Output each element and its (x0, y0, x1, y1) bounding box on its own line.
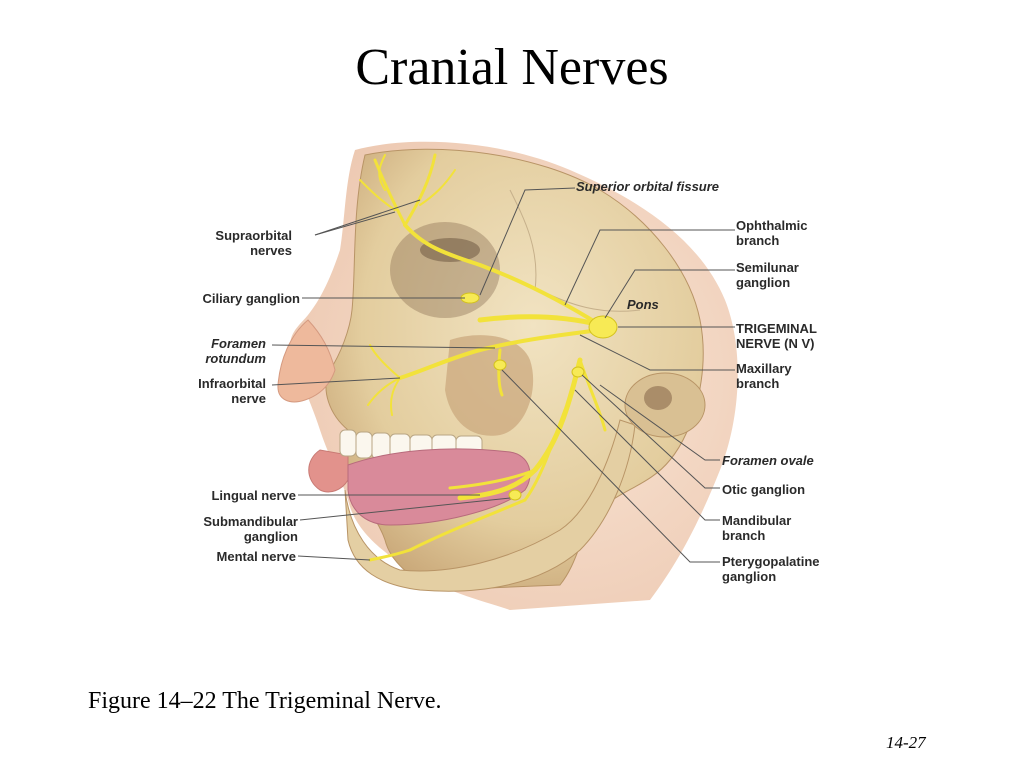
label-pons: Pons (627, 297, 659, 312)
tongue (347, 448, 531, 526)
label-pterygopalatine-ganglion: Pterygopalatine ganglion (722, 554, 820, 584)
orbit (390, 222, 500, 318)
label-supraorbital-nerves: Supraorbital nerves (215, 228, 292, 258)
semilunar-ganglion-shape (588, 315, 618, 339)
slide-title: Cranial Nerves (355, 39, 669, 96)
otic-ganglion-shape (571, 366, 585, 378)
trigeminal-nerve-branches (359, 153, 607, 562)
leader-lines (271, 187, 735, 563)
nose (277, 319, 336, 403)
maxillary-cavity (445, 335, 534, 436)
page-number: 14-27 (886, 733, 926, 752)
label-lingual-nerve: Lingual nerve (211, 488, 296, 503)
label-mandibular-branch: Mandibular branch (722, 513, 792, 543)
submandibular-ganglion-shape (508, 489, 522, 501)
label-submandibular-ganglion: Submandibular ganglion (203, 514, 298, 544)
lips (308, 449, 349, 493)
label-foramen-rotundum: Foramen rotundum (205, 336, 266, 366)
label-semilunar-ganglion: Semilunar ganglion (736, 260, 799, 290)
label-mental-nerve: Mental nerve (216, 549, 296, 564)
figure-caption: Figure 14–22 The Trigeminal Nerve. (88, 688, 442, 714)
ganglia (460, 292, 618, 501)
label-maxillary-branch: Maxillary branch (736, 361, 792, 391)
label-ciliary-ganglion: Ciliary ganglion (202, 291, 300, 306)
label-superior-orbital-fissure: Superior orbital fissure (576, 179, 720, 194)
label-infraorbital-nerve: Infraorbital nerve (198, 376, 266, 406)
pterygopalatine-ganglion-shape (493, 359, 507, 371)
label-ophthalmic-branch: Ophthalmic branch (736, 218, 808, 248)
trigeminal-nerve-illustration (271, 141, 738, 610)
label-otic-ganglion: Otic ganglion (722, 482, 806, 497)
label-foramen-ovale: Foramen ovale (722, 453, 814, 468)
label-trigeminal-nerve: TRIGEMINAL NERVE (N V) (736, 321, 817, 351)
